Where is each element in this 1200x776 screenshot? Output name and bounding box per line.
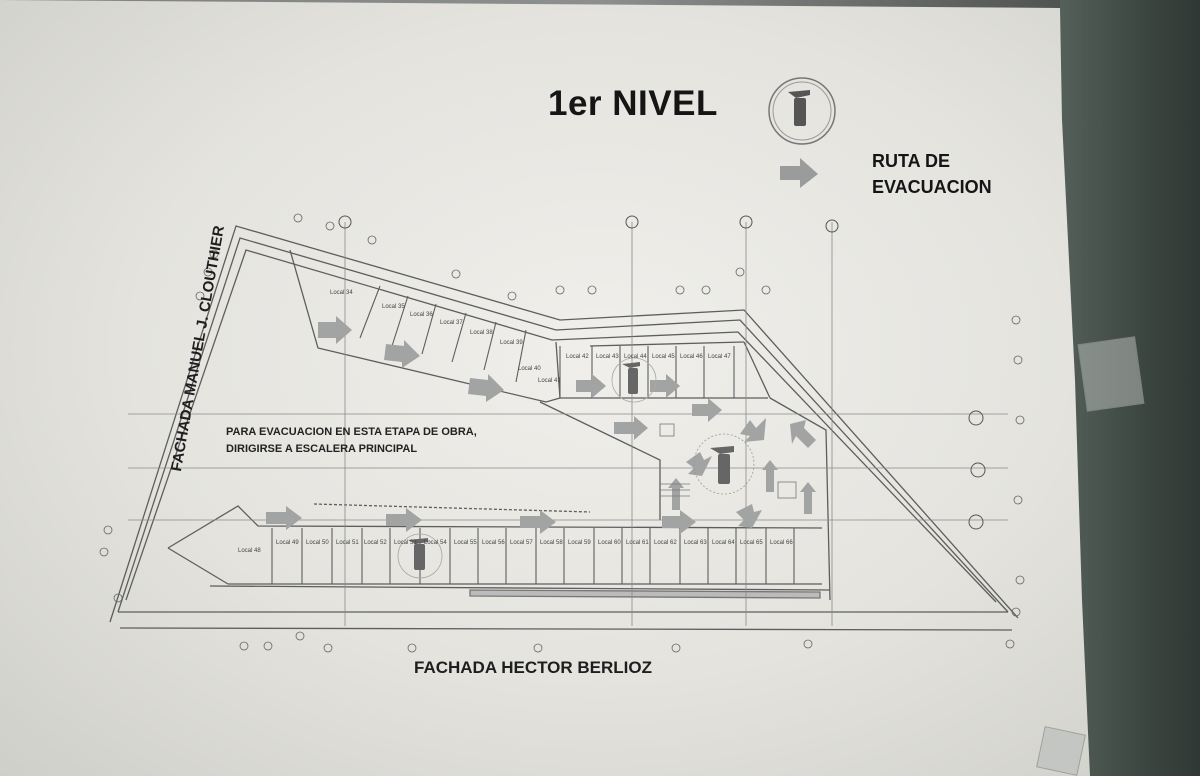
locales_top-11: Local 45	[652, 354, 675, 360]
axis-markers	[338, 215, 986, 530]
survey-markers	[99, 213, 1025, 653]
locales_bottom-7: Local 55	[454, 540, 477, 546]
locales_top-1: Local 35	[382, 304, 405, 310]
locales_bottom-4: Local 52	[364, 540, 387, 546]
evacuation-arrow-icon	[780, 158, 818, 188]
facade-bottom-label: FACHADA HECTOR BERLIOZ	[414, 658, 652, 677]
staircase	[659, 423, 797, 499]
note-line-2: DIRIGIRSE A ESCALERA PRINCIPAL	[226, 443, 418, 455]
bottom-locales-walls	[271, 528, 795, 584]
locales_top-10: Local 44	[624, 354, 647, 360]
evacuation-note: PARA EVACUACION EN ESTA ETAPA DE OBRA, D…	[226, 424, 477, 458]
locales_bottom-0: Local 48	[238, 548, 261, 554]
legend-line-1: RUTA DE	[872, 151, 950, 171]
locales_top-9: Local 43	[596, 354, 619, 360]
fire-extinguisher-icon	[768, 77, 836, 145]
locales_top-8: Local 42	[566, 354, 589, 360]
locales_top-7: Local 41	[538, 378, 561, 384]
locales_top-3: Local 37	[440, 320, 463, 326]
locales_bottom-5: Local 53	[394, 540, 417, 546]
locales_top-0: Local 34	[330, 290, 353, 296]
locales_bottom-14: Local 62	[654, 540, 677, 546]
legend-line-2: EVACUACION	[872, 177, 992, 197]
locales_top-5: Local 39	[500, 340, 523, 346]
locales_bottom-17: Local 65	[740, 540, 763, 546]
locales_top-2: Local 36	[410, 312, 433, 318]
locales_bottom-9: Local 57	[510, 540, 533, 546]
locales_top-13: Local 47	[708, 354, 731, 360]
locales_top-6: Local 40	[518, 366, 541, 372]
locales_bottom-11: Local 59	[568, 540, 591, 546]
locales_bottom-6: Local 54	[424, 540, 447, 546]
page-title: 1er NIVEL	[548, 84, 718, 123]
locales_bottom-1: Local 49	[276, 540, 299, 546]
fire-extinguisher-icon	[397, 533, 443, 579]
fire-extinguisher-icon	[611, 357, 657, 403]
locales_bottom-2: Local 50	[306, 540, 329, 546]
legend-label: RUTA DE EVACUACION	[872, 148, 992, 200]
locales_top-12: Local 46	[680, 354, 703, 360]
locales_bottom-8: Local 56	[482, 540, 505, 546]
note-line-1: PARA EVACUACION EN ESTA ETAPA DE OBRA,	[226, 426, 477, 438]
locales_bottom-16: Local 64	[712, 540, 735, 546]
locales_top-4: Local 38	[470, 330, 493, 336]
locales_bottom-10: Local 58	[540, 540, 563, 546]
fire-extinguisher-icon	[693, 433, 755, 495]
locales_bottom-3: Local 51	[336, 540, 359, 546]
floor-plan-sheet	[0, 0, 1090, 776]
locales_bottom-15: Local 63	[684, 540, 707, 546]
locales_bottom-12: Local 60	[598, 540, 621, 546]
evacuation-route-arrows	[266, 316, 816, 534]
locales_bottom-13: Local 61	[626, 540, 649, 546]
locales_bottom-18: Local 66	[770, 540, 793, 546]
